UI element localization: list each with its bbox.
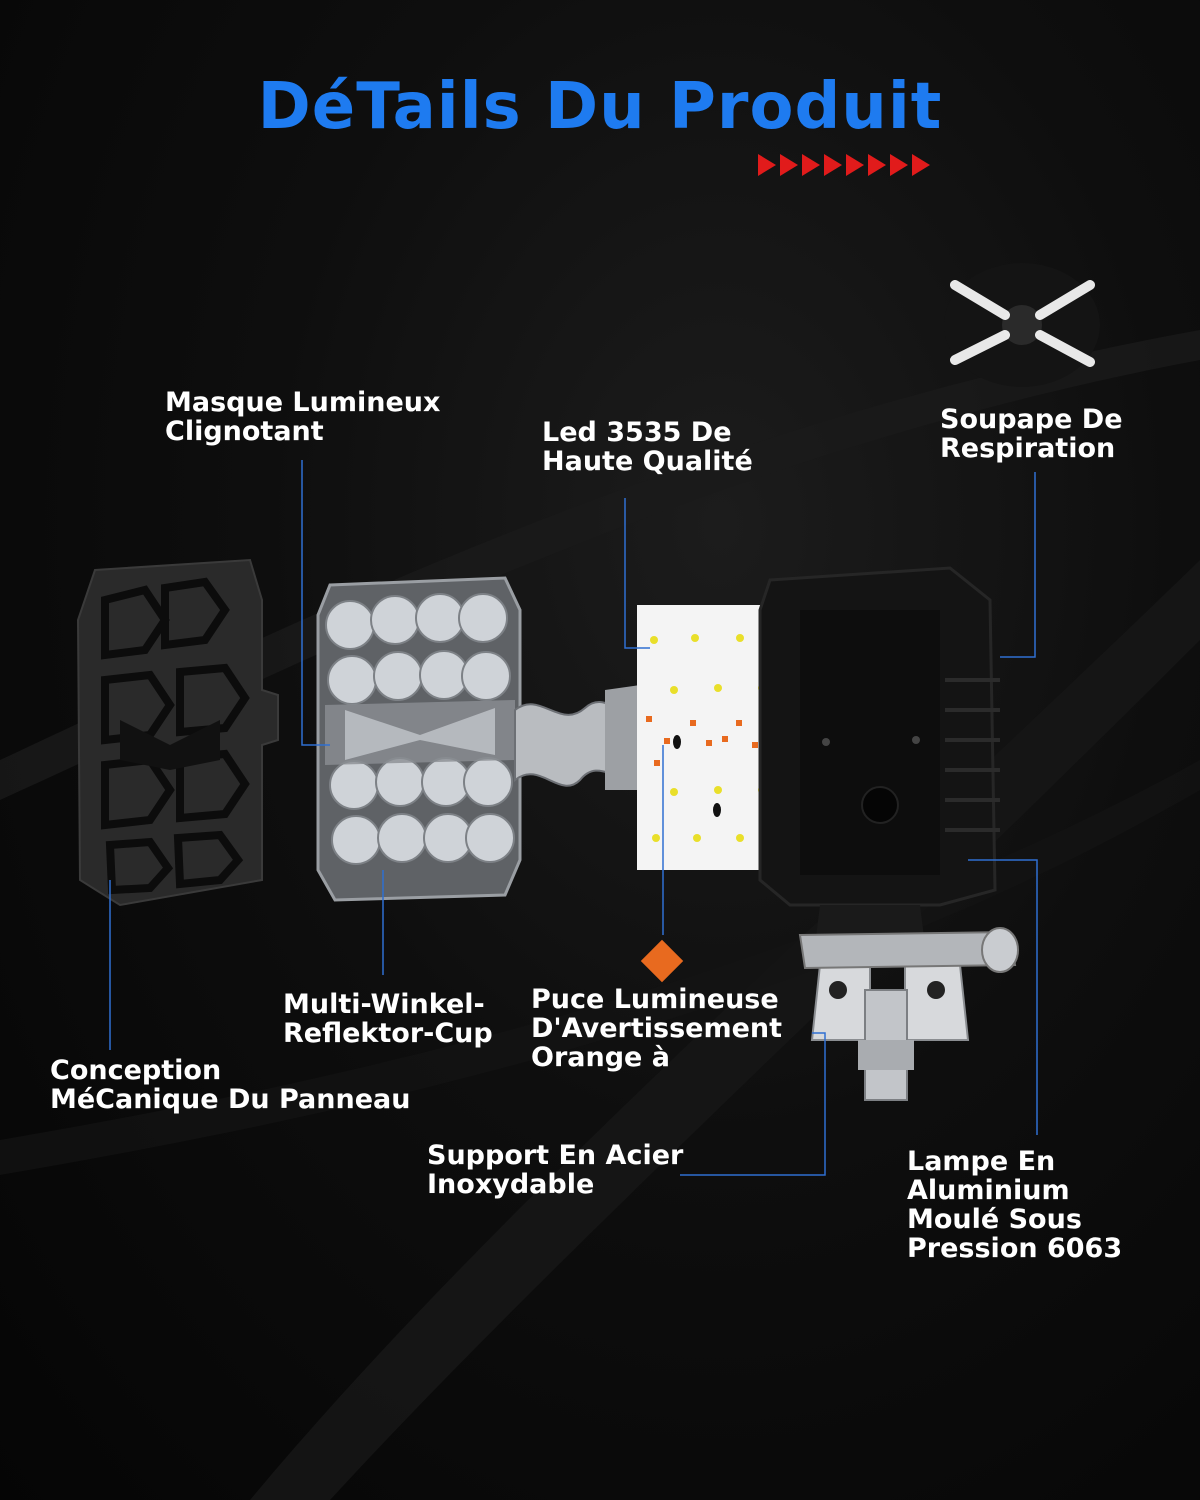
label-conception: Conception MéCanique Du Panneau [50, 1055, 411, 1115]
steel-bracket-illustration [798, 905, 1019, 1101]
label-soupape: Soupape De Respiration [940, 404, 1123, 464]
spring-connector-illustration [514, 685, 645, 790]
page-title: DéTails Du Produit [257, 70, 943, 144]
panel-cover-illustration [76, 558, 279, 907]
label-masque-lumineux: Masque Lumineux Clignotant [165, 387, 441, 447]
orange-chip-icon [640, 939, 684, 983]
red-arrows-decoration [758, 154, 930, 176]
label-lampe-aluminium: Lampe En Aluminium Moulé Sous Pression 6… [907, 1146, 1123, 1264]
label-support-acier: Support En Acier Inoxydable [427, 1140, 684, 1200]
label-multi-winkel: Multi-Winkel- Reflektor-Cup [283, 989, 493, 1049]
housing-illustration [758, 566, 1000, 907]
label-puce-lumineuse: Puce Lumineuse D'Avertissement Orange à [531, 984, 783, 1073]
reflector-lens-illustration [316, 576, 522, 902]
breathing-valve-illustration [944, 263, 1100, 387]
label-led-3535: Led 3535 De Haute Qualité [542, 417, 753, 477]
